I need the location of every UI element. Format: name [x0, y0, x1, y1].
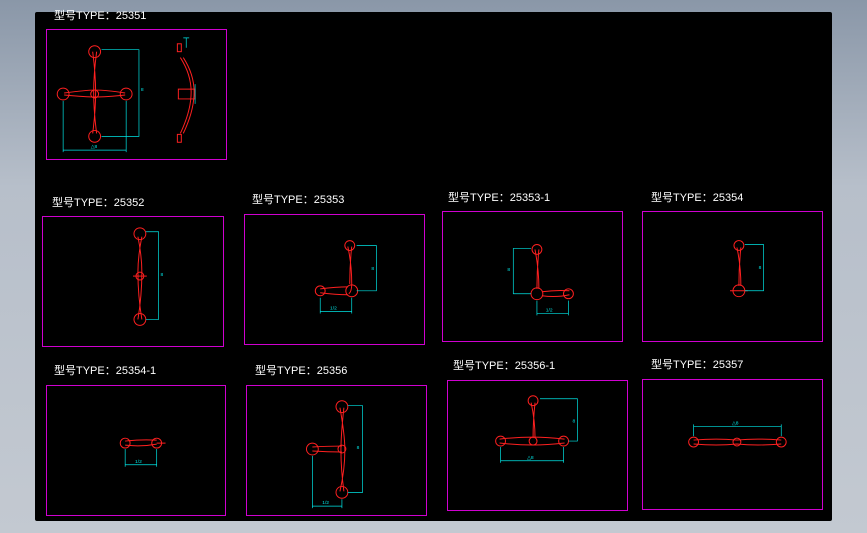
- dim-horizontal: 1/2: [322, 500, 329, 506]
- horizontal-fitting-drawing: △8: [688, 420, 787, 448]
- dim-vertical: 8: [161, 272, 164, 278]
- part-frame-25357: △8: [642, 379, 823, 510]
- short-horizontal-fitting-drawing: 1/2: [119, 437, 166, 467]
- dim-horizontal: 1/2: [330, 306, 337, 312]
- part-frame-25354-1: 1/2: [46, 385, 226, 516]
- dim-horizontal: △8: [732, 420, 739, 426]
- t-left-fitting-drawing: 8 1/2: [305, 400, 363, 509]
- dim-vertical: 8: [759, 265, 762, 271]
- part-frame-25354: 8: [642, 211, 823, 342]
- dim-vertical: 8: [357, 445, 360, 451]
- cross-fitting-drawing: 8 △8: [56, 37, 196, 153]
- part-frame-25356: 8 1/2: [246, 385, 427, 516]
- corner-left-fitting-drawing: 8 1/2: [314, 240, 377, 314]
- corner-right-fitting-drawing: 8 1/2: [507, 244, 574, 316]
- part-frame-25352: 8: [42, 216, 224, 347]
- part-frame-25351: 8 △8: [46, 29, 227, 160]
- dim-vertical: 8: [371, 266, 374, 272]
- part-frame-25356-1: 8 △8: [447, 380, 628, 511]
- short-vertical-fitting-drawing: 8: [730, 240, 764, 298]
- dim-horizontal: △8: [527, 455, 534, 461]
- part-label-25357: 型号TYPE：25357: [651, 359, 744, 371]
- dim-horizontal: 1/2: [546, 307, 553, 313]
- part-frame-25353: 8 1/2: [244, 214, 425, 345]
- part-label-25356-1: 型号TYPE：25356-1: [453, 360, 556, 372]
- part-label-25354-1: 型号TYPE：25354-1: [54, 365, 157, 377]
- part-label-25353: 型号TYPE：25353: [252, 194, 345, 206]
- vertical-fitting-drawing: 8: [133, 227, 164, 326]
- part-label-25353-1: 型号TYPE：25353-1: [448, 192, 551, 204]
- cad-drawing-canvas[interactable]: 型号TYPE：25351 8 △8 型号TYPE：25352: [35, 10, 832, 521]
- part-frame-25353-1: 8 1/2: [442, 211, 623, 342]
- t-down-fitting-drawing: 8 △8: [495, 395, 578, 463]
- dim-vertical: 8: [141, 87, 144, 93]
- dim-horizontal: 1/2: [135, 459, 142, 465]
- part-label-25352: 型号TYPE：25352: [52, 197, 145, 209]
- part-label-25354: 型号TYPE：25354: [651, 192, 744, 204]
- part-label-25351: 型号TYPE：25351: [54, 10, 147, 22]
- dim-vertical: 8: [572, 418, 575, 424]
- part-label-25356: 型号TYPE：25356: [255, 365, 348, 377]
- dim-horizontal: △8: [91, 144, 98, 150]
- dim-vertical: 8: [507, 267, 510, 273]
